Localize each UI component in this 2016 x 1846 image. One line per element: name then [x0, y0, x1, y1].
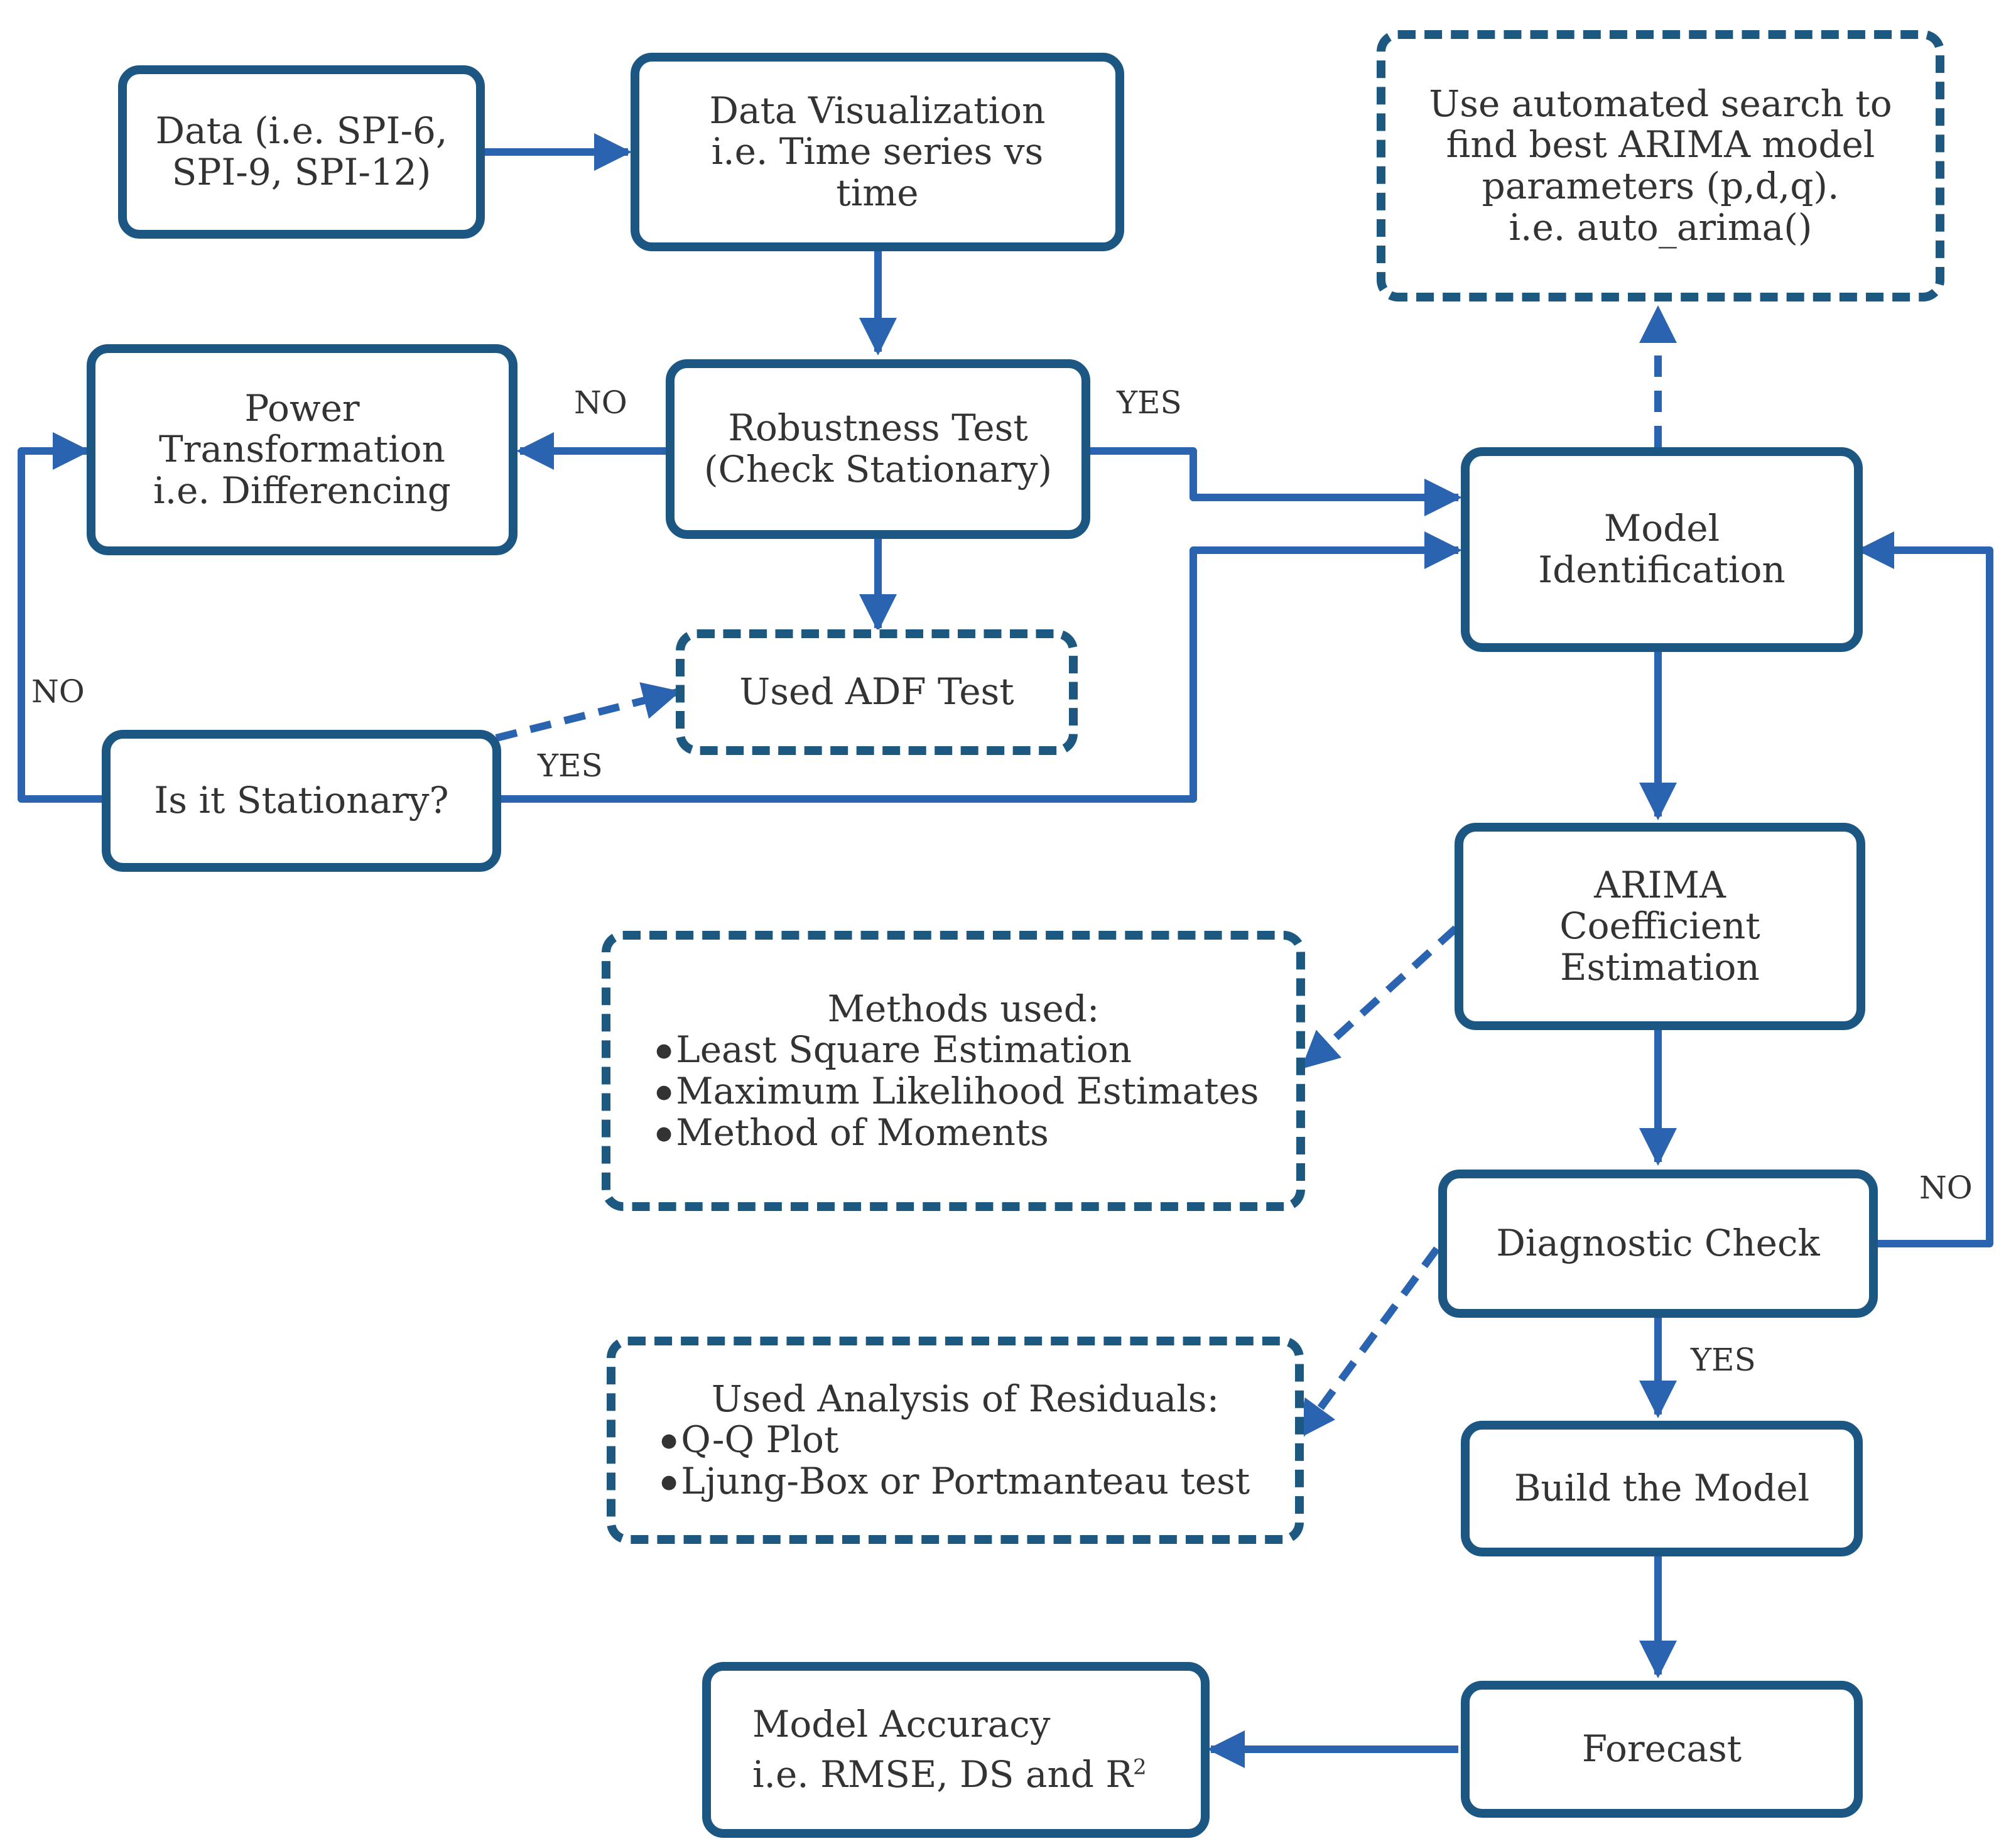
edge-label-diagnostic-no: NO — [1919, 1170, 1973, 1206]
node-methods-item-3: Method of Moments — [656, 1112, 1049, 1154]
node-data-line-1: Data (i.e. SPI-6, — [155, 109, 448, 153]
node-auto-search-line-2: find best ARIMA model — [1446, 123, 1875, 166]
node-forecast-line-1: Forecast — [1581, 1727, 1742, 1771]
node-data: Data (i.e. SPI-6, SPI-9, SPI-12) — [118, 65, 485, 239]
edge-label-robustness-yes: YES — [1117, 384, 1182, 421]
arrow-robustness-yes-to-model — [1090, 447, 1462, 516]
node-arima-line-1: ARIMA — [1594, 863, 1726, 906]
arrow-stationary-no-to-power — [18, 432, 102, 803]
node-methods-item-1: Least Square Estimation — [656, 1029, 1132, 1071]
node-power-line-1: Power — [244, 386, 360, 430]
edge-label-stationary-no: NO — [31, 673, 85, 710]
edge-label-stationary-yes: YES — [538, 747, 603, 784]
node-adf-test: Used ADF Test — [676, 629, 1078, 755]
node-arima-line-2: Coefficient — [1559, 904, 1760, 948]
arrow-arima-to-methods — [1301, 925, 1459, 1070]
node-visualization-line-1: Data Visualization — [709, 89, 1046, 132]
node-methods-title: Methods used: — [827, 987, 1100, 1030]
node-power-line-3: i.e. Differencing — [153, 469, 451, 512]
node-data-visualization: Data Visualization i.e. Time series vs t… — [631, 53, 1124, 251]
node-diagnostic-check: Diagnostic Check — [1438, 1170, 1878, 1318]
node-model-accuracy: Model Accuracy i.e. RMSE, DS and R2 — [702, 1662, 1210, 1838]
node-auto-search-line-4: i.e. auto_arima() — [1509, 205, 1813, 249]
node-visualization-line-3: time — [836, 171, 919, 214]
node-residuals-item-1: Q-Q Plot — [661, 1420, 838, 1461]
node-auto-search-line-1: Use automated search to — [1429, 82, 1892, 125]
arrow-stationary-to-adf — [495, 682, 681, 742]
node-build-model: Build the Model — [1461, 1421, 1863, 1556]
node-auto-search-line-3: parameters (p,d,q). — [1482, 165, 1840, 207]
edge-label-diagnostic-yes: YES — [1691, 1342, 1756, 1378]
node-is-stationary: Is it Stationary? — [102, 730, 501, 872]
node-stationary-line-1: Is it Stationary? — [154, 779, 449, 822]
node-methods-used: Methods used: Least Square Estimation Ma… — [602, 931, 1305, 1211]
edge-label-robustness-no: NO — [574, 384, 627, 421]
node-build-line-1: Build the Model — [1514, 1467, 1810, 1510]
node-residuals-item-2: Ljung-Box or Portmanteau test — [661, 1460, 1250, 1502]
node-power-line-2: Transformation — [159, 428, 445, 471]
node-data-line-2: SPI-9, SPI-12) — [171, 151, 431, 193]
node-accuracy-line-1: Model Accuracy — [752, 1703, 1051, 1746]
node-robustness-line-1: Robustness Test — [728, 406, 1028, 450]
node-accuracy-metrics: i.e. RMSE, DS and R — [752, 1753, 1134, 1796]
node-diagnostic-line-1: Diagnostic Check — [1496, 1222, 1820, 1265]
node-arima-estimation: ARIMA Coefficient Estimation — [1455, 823, 1865, 1030]
node-visualization-line-2: i.e. Time series vs — [711, 130, 1044, 173]
node-residuals-title: Used Analysis of Residuals: — [711, 1377, 1220, 1420]
arrow-diagnostic-no-to-model — [1856, 531, 1993, 1247]
node-arima-line-3: Estimation — [1560, 945, 1760, 989]
arrow-diagnostic-to-residuals — [1297, 1246, 1440, 1439]
node-methods-item-2: Maximum Likelihood Estimates — [656, 1070, 1259, 1112]
node-residuals-analysis: Used Analysis of Residuals: Q-Q Plot Lju… — [607, 1337, 1304, 1544]
node-robustness-line-2: (Check Stationary) — [703, 448, 1053, 491]
arrow-stationary-yes-to-model — [501, 531, 1462, 803]
r-squared-exponent: 2 — [1133, 1754, 1147, 1780]
node-forecast: Forecast — [1461, 1681, 1863, 1818]
node-model-id-line-1: Model — [1603, 507, 1720, 550]
node-model-identification: Model Identification — [1461, 447, 1863, 652]
node-model-id-line-2: Identification — [1538, 548, 1786, 591]
node-robustness-test: Robustness Test (Check Stationary) — [666, 359, 1090, 539]
node-power-transformation: Power Transformation i.e. Differencing — [87, 344, 518, 555]
node-accuracy-line-2: i.e. RMSE, DS and R2 — [752, 1754, 1147, 1796]
node-adf-line-1: Used ADF Test — [739, 670, 1014, 714]
node-auto-search: Use automated search to find best ARIMA … — [1377, 30, 1944, 301]
